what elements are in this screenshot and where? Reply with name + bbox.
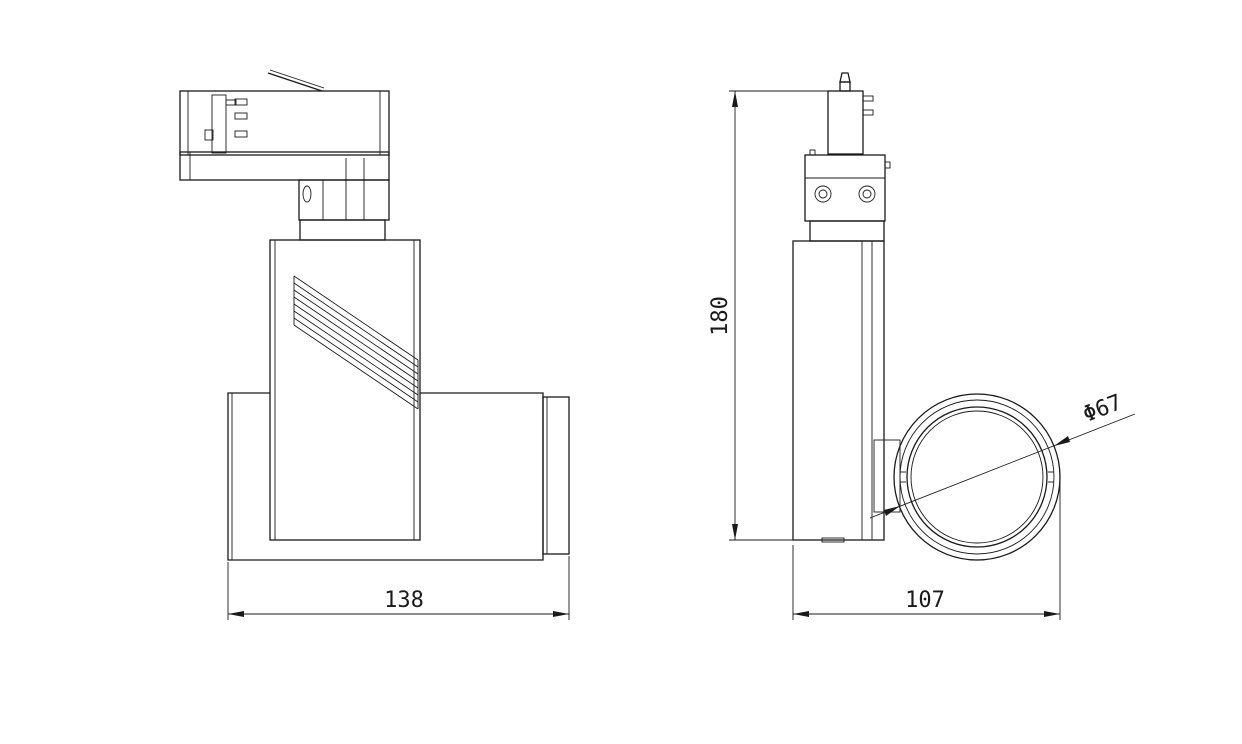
front-view (179, 69, 570, 620)
height-dimension (729, 90, 828, 541)
side-lamp-head (893, 393, 1061, 561)
front-arm (298, 158, 390, 241)
front-driver-body (269, 239, 421, 541)
depth-dimension-label: 107 (905, 588, 945, 613)
front-lamp-head (227, 392, 570, 561)
side-driver-body (792, 240, 901, 543)
height-dimension-label: 180 (708, 296, 733, 336)
front-track-adapter (179, 69, 390, 181)
diameter-dimension-label: Φ67 (1080, 390, 1126, 428)
width-dimension (227, 556, 570, 620)
width-dimension-label: 138 (384, 588, 424, 613)
depth-dimension (792, 480, 1061, 620)
side-view (729, 72, 1136, 620)
side-track-adapter (804, 72, 891, 242)
diameter-leader (869, 413, 1136, 519)
